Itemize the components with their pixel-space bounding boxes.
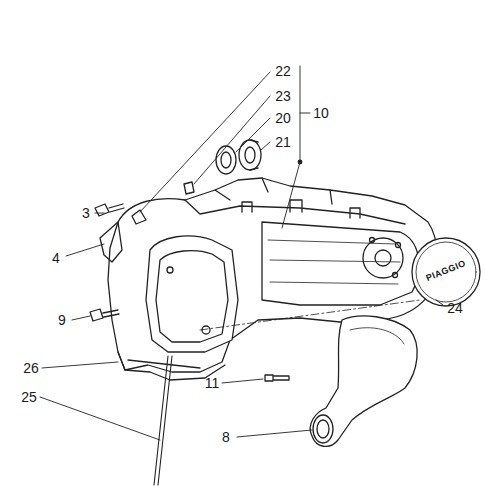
- callout-number: 8: [222, 430, 230, 444]
- callout-number: 21: [275, 135, 291, 149]
- callout-number: 24: [447, 301, 463, 315]
- callout-number: 3: [82, 206, 90, 220]
- callout-number: 25: [21, 390, 37, 404]
- callout-number: 23: [275, 89, 291, 103]
- callout-number: 26: [23, 361, 39, 375]
- callout-number: 20: [275, 111, 291, 125]
- callout-number: 9: [58, 313, 66, 327]
- callout-number: 10: [313, 106, 329, 120]
- callout-number: 11: [205, 376, 220, 390]
- callout-number: 22: [275, 64, 291, 78]
- callout-number: 4: [52, 251, 60, 265]
